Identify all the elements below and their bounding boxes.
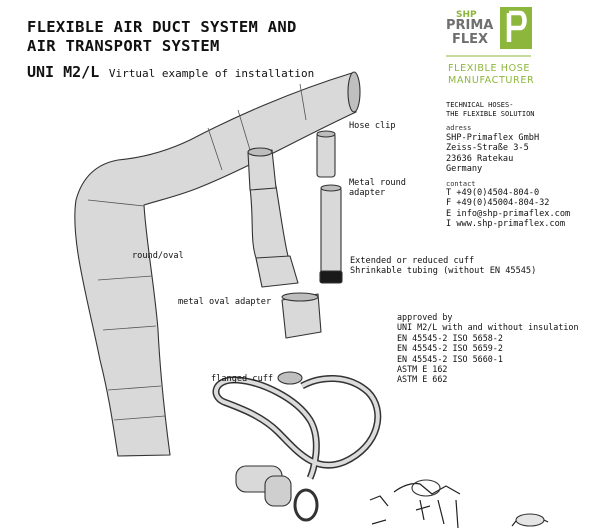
logo-text-flex: FLEX [452,32,489,47]
address-line: Zeiss-Straße 3-5 [446,143,529,154]
page-title-line-1: FLEXIBLE AIR DUCT SYSTEM AND [27,18,297,36]
approval-line: ASTM E 662 [397,374,448,385]
slogan-line-1: TECHNICAL HOSES- [446,101,514,109]
logo-text-shp: SHP [456,10,477,20]
label-cuff: Extended or reduced cuff Shrinkable tubi… [350,256,536,277]
flanged-cuff [212,374,382,480]
contact-email[interactable]: E info@shp-primaflex.com [446,208,571,219]
oval-ring [293,488,319,522]
label-hose-clip: Hose clip [349,121,396,131]
contact-website[interactable]: I www.shp-primaflex.com [446,219,565,230]
contact-label: contact [446,180,476,188]
approval-line: EN 45545-2 ISO 5658-2 [397,332,503,343]
address-label: adress [446,124,472,132]
approvals-heading: approved by [397,312,453,322]
approval-line: EN 45545-2 ISO 5659-2 [397,343,503,354]
approval-line: EN 45545-2 ISO 5660-1 [397,353,503,364]
address-line: 23636 Ratekau [446,153,514,164]
logo-mark [446,7,532,57]
logo-text-prima: PRIMA [446,18,494,33]
logo-tagline-1: FLEXIBLE HOSE [448,63,531,74]
contact-phone: T +49(0)4504-804-0 [446,188,540,198]
approval-line: ASTM E 162 [397,364,448,375]
label-flanged-cuff: flanged cuff [211,374,274,384]
model-name: UNI M2/L [27,63,100,81]
contact-fax: F +49(0)45004-804-32 [446,198,550,209]
contact-block: T +49(0)4504-804-0 F +49(0)45004-804-32 … [446,188,570,230]
model-line: UNI M2/L Virtual example of installation [27,62,314,81]
slogan-line-2: THE FLEXIBLE SOLUTION [446,109,535,118]
logo-tagline-2: MANUFACTURER [448,75,535,86]
page-subtitle: Virtual example of installation [108,67,315,80]
approvals-block: approved by UNI M2/L with and without in… [397,312,579,385]
label-metal-round-adapter: Metal round adapter [349,178,406,199]
address-line: SHP-Primaflex GmbH [446,133,540,143]
approval-line: UNI M2/L with and without insulation [397,322,579,333]
label-line: Metal round [349,178,406,188]
label-line: Shrinkable tubing (without EN 45545) [350,266,537,277]
address-block: SHP-Primaflex GmbH Zeiss-Straße 3-5 2363… [446,133,539,175]
label-round-oval: round/oval [132,251,184,261]
page-title-line-2: AIR TRANSPORT SYSTEM [27,37,220,55]
label-line: Extended or reduced cuff [350,256,475,266]
address-line: Germany [446,164,483,175]
label-metal-oval-adapter: metal oval adapter [178,297,272,307]
metal-round-adapter [320,186,342,280]
main-duct [74,72,357,457]
hose-clip [316,132,336,178]
company-slogan: TECHNICAL HOSES- THE FLEXIBLE SOLUTION [446,101,535,118]
label-line: adapter [349,188,386,199]
